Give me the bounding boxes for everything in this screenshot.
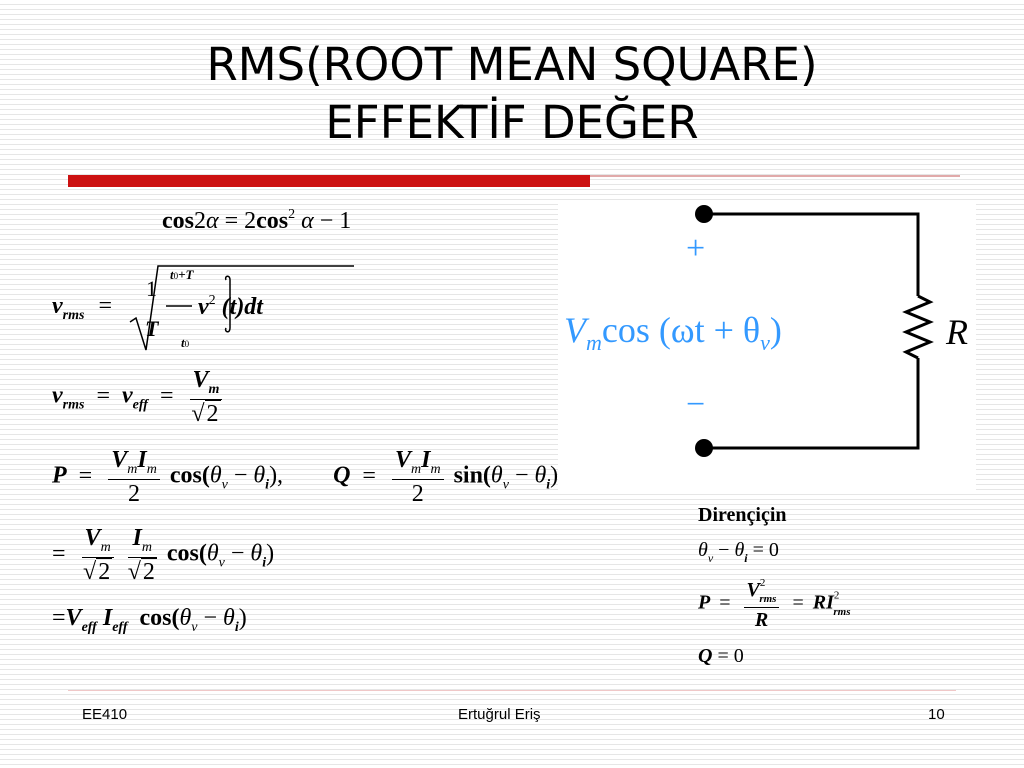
slide-title: RMS(ROOT MEAN SQUARE) EFFEKTİF DEĞER	[0, 36, 1024, 152]
cos-identity-equation: cos2α = 2cos2 α − 1	[162, 207, 352, 234]
integral-lower-limit: t0	[181, 335, 190, 350]
title-line-2: EFFEKTİF DEĞER	[325, 96, 699, 149]
rms-integral-radical	[129, 265, 354, 351]
footer-course: EE410	[82, 706, 128, 723]
resistive-phase-equation: θv − θi = 0	[698, 539, 779, 565]
footer-divider	[68, 690, 956, 691]
power-rms-form-equation: = Vm√2 Im√2 cos(θv − θi)	[52, 525, 275, 585]
resistive-reactive-equation: Q = 0	[698, 645, 744, 667]
vrms-veff-equation: vrms = veff = Vm√2	[52, 368, 226, 427]
power-eff-form-equation: =Veff Ieff cos(θv − θi)	[52, 605, 247, 635]
resistive-case-heading: Dirençiçin	[698, 504, 787, 526]
integral-upper-limit: t0+T	[170, 267, 194, 282]
circuit-diagram	[695, 205, 934, 457]
rms-period-T: T	[145, 316, 159, 341]
title-line-1: RMS(ROOT MEAN SQUARE)	[206, 38, 818, 91]
title-divider-thin	[590, 175, 960, 177]
vrms-definition-equation: vrms =	[52, 262, 356, 354]
negative-terminal-sign: −	[686, 386, 706, 423]
footer-author: Ertuğrul Eriş	[458, 706, 541, 723]
resistor-label: R	[946, 312, 968, 352]
footer-page-number: 10	[928, 706, 945, 723]
integrand: v2 (t)dt	[198, 293, 263, 320]
ac-resistor-circuit	[558, 200, 976, 490]
rms-one: 1	[146, 276, 157, 301]
source-voltage-expression: Vmcos (ωt + θv)	[564, 310, 782, 355]
title-divider-red	[68, 175, 590, 187]
positive-terminal-sign: +	[686, 230, 706, 267]
